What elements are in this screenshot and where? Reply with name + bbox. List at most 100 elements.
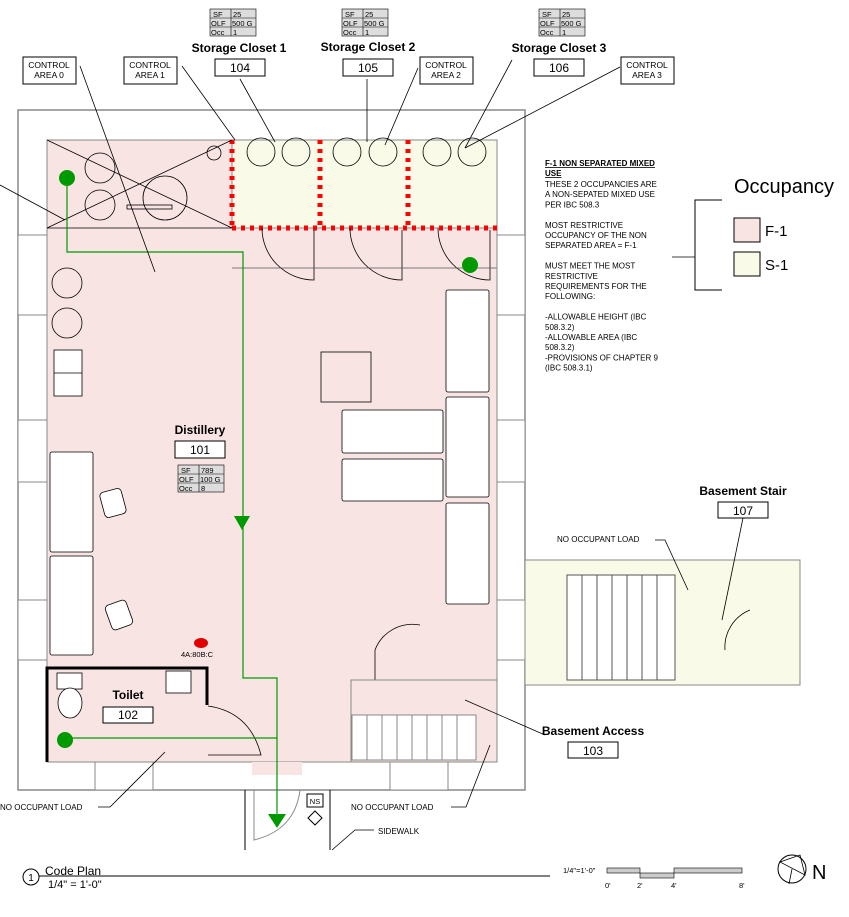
note-line: -ALLOWABLE AREA (IBC	[545, 333, 637, 342]
svg-text:1/4" = 1'-0": 1/4" = 1'-0"	[48, 879, 102, 891]
svg-text:4': 4'	[671, 881, 677, 890]
exit-access-start-icon	[462, 257, 478, 273]
svg-text:USE: USE	[545, 169, 562, 178]
svg-text:N: N	[812, 862, 826, 884]
mixed-use-notes: F-1 NON SEPARATED MIXED USE THESE 2 OCCU…	[545, 159, 658, 373]
svg-text:Basement Stair: Basement Stair	[699, 484, 787, 498]
control-area-2-tag: CONTROL AREA 2	[419, 56, 474, 85]
svg-text:AREA 3: AREA 3	[632, 70, 662, 80]
note-line: -ALLOWABLE HEIGHT (IBC	[545, 313, 647, 322]
svg-text:Occ: Occ	[179, 484, 193, 493]
svg-text:1: 1	[28, 873, 34, 884]
svg-text:SF: SF	[213, 10, 223, 19]
svg-text:NS: NS	[310, 797, 320, 806]
extinguisher-rating: 4A:80B:C	[181, 650, 214, 659]
svg-text:2': 2'	[637, 881, 643, 890]
svg-text:SF: SF	[345, 10, 355, 19]
svg-text:Storage Closet 1: Storage Closet 1	[192, 41, 287, 55]
svg-text:S-1: S-1	[765, 257, 788, 274]
svg-text:104: 104	[230, 61, 250, 75]
toilet-room	[45, 666, 262, 762]
svg-text:25: 25	[365, 10, 373, 19]
note-line: MOST RESTRICTIVE	[545, 221, 623, 230]
svg-text:Storage Closet 2: Storage Closet 2	[321, 40, 416, 54]
ns-tag: NS	[306, 793, 324, 826]
note-line: 508.3.2)	[545, 323, 575, 332]
svg-text:100 G: 100 G	[200, 475, 221, 484]
svg-text:106: 106	[549, 61, 569, 75]
svg-text:8: 8	[201, 484, 205, 493]
svg-text:Occ: Occ	[211, 28, 225, 37]
room-tag-storage-closet-1: SF 25 OLF 500 G Occ 1 Storage Closet 1 104	[192, 8, 287, 77]
occupancy-legend: Occupancy F-1 S-1	[694, 176, 834, 291]
sidewalk-note: SIDEWALK	[378, 827, 420, 836]
diamond-icon	[307, 810, 323, 826]
north-arrow: N	[777, 854, 826, 885]
egress-path	[65, 178, 278, 820]
svg-text:Storage Closet 3: Storage Closet 3	[512, 41, 607, 55]
no-occupant-load-note: NO OCCUPANT LOAD	[351, 803, 434, 812]
egress-arrow-icon	[268, 814, 286, 828]
legend-swatch-s1	[733, 251, 761, 277]
svg-text:OLF: OLF	[211, 19, 226, 28]
no-occupant-load-note: NO OCCUPANT LOAD	[557, 535, 640, 544]
note-line: SEPARATED AREA = F-1	[545, 241, 637, 250]
svg-text:OLF: OLF	[179, 475, 194, 484]
svg-text:105: 105	[358, 61, 378, 75]
exit-access-start-icon	[59, 170, 75, 186]
svg-text:0': 0'	[605, 881, 611, 890]
svg-text:Basement Access: Basement Access	[542, 724, 645, 738]
svg-text:1: 1	[562, 28, 566, 37]
view-title: 1 Code Plan 1/4" = 1'-0"	[22, 864, 550, 891]
svg-text:CONTROL: CONTROL	[129, 60, 171, 70]
note-line: A NON-SEPATED MIXED USE	[545, 190, 655, 199]
note-line: OCCUPANCY OF THE NON	[545, 231, 647, 240]
control-area-3-tag: CONTROL AREA 3	[620, 56, 675, 85]
svg-text:AREA 0: AREA 0	[34, 70, 64, 80]
control-area-0-tag: CONTROL AREA 0	[22, 56, 77, 85]
svg-text:500 G: 500 G	[364, 19, 385, 28]
svg-text:25: 25	[562, 10, 570, 19]
svg-text:AREA 1: AREA 1	[135, 70, 165, 80]
svg-text:1: 1	[365, 28, 369, 37]
svg-text:1: 1	[233, 28, 237, 37]
svg-text:Occupancy: Occupancy	[734, 176, 834, 198]
legend-swatch-f1	[733, 217, 761, 243]
svg-text:500 G: 500 G	[232, 19, 253, 28]
svg-text:789: 789	[201, 466, 214, 475]
note-line: 508.3.2)	[545, 343, 575, 352]
note-line: PER IBC 508.3	[545, 200, 600, 209]
basement-stair	[524, 559, 801, 686]
sidewalk-lines	[244, 789, 331, 850]
note-line: RESTRICTIVE	[545, 272, 598, 281]
svg-text:25: 25	[233, 10, 241, 19]
no-occupant-load-note: NO OCCUPANT LOAD	[0, 803, 83, 812]
exit-access-start-icon	[57, 732, 73, 748]
svg-text:SF: SF	[542, 10, 552, 19]
svg-text:107: 107	[733, 504, 753, 518]
egress-arrow-icon	[234, 516, 250, 530]
fire-extinguisher-icon	[194, 638, 208, 648]
equipment	[49, 267, 490, 680]
svg-text:CONTROL: CONTROL	[425, 60, 467, 70]
note-line: THESE 2 OCCUPANCIES ARE	[545, 180, 657, 189]
control-area-1-tag: CONTROL AREA 1	[123, 56, 178, 85]
svg-text:8': 8'	[739, 881, 745, 890]
note-line: (IBC 508.3.1)	[545, 364, 593, 373]
note-line: FOLLOWING:	[545, 292, 595, 301]
room-tag-basement-access: Basement Access 103	[542, 724, 645, 759]
basement-access	[350, 679, 498, 763]
occupancy-table: SF 25 OLF 500 G Occ 1	[209, 8, 257, 37]
svg-text:102: 102	[118, 708, 138, 722]
svg-text:1/4"=1'-0": 1/4"=1'-0"	[563, 866, 596, 875]
svg-text:103: 103	[583, 744, 603, 758]
room-tag-basement-stair: Basement Stair 107	[699, 484, 787, 519]
svg-text:Distillery: Distillery	[175, 423, 226, 437]
